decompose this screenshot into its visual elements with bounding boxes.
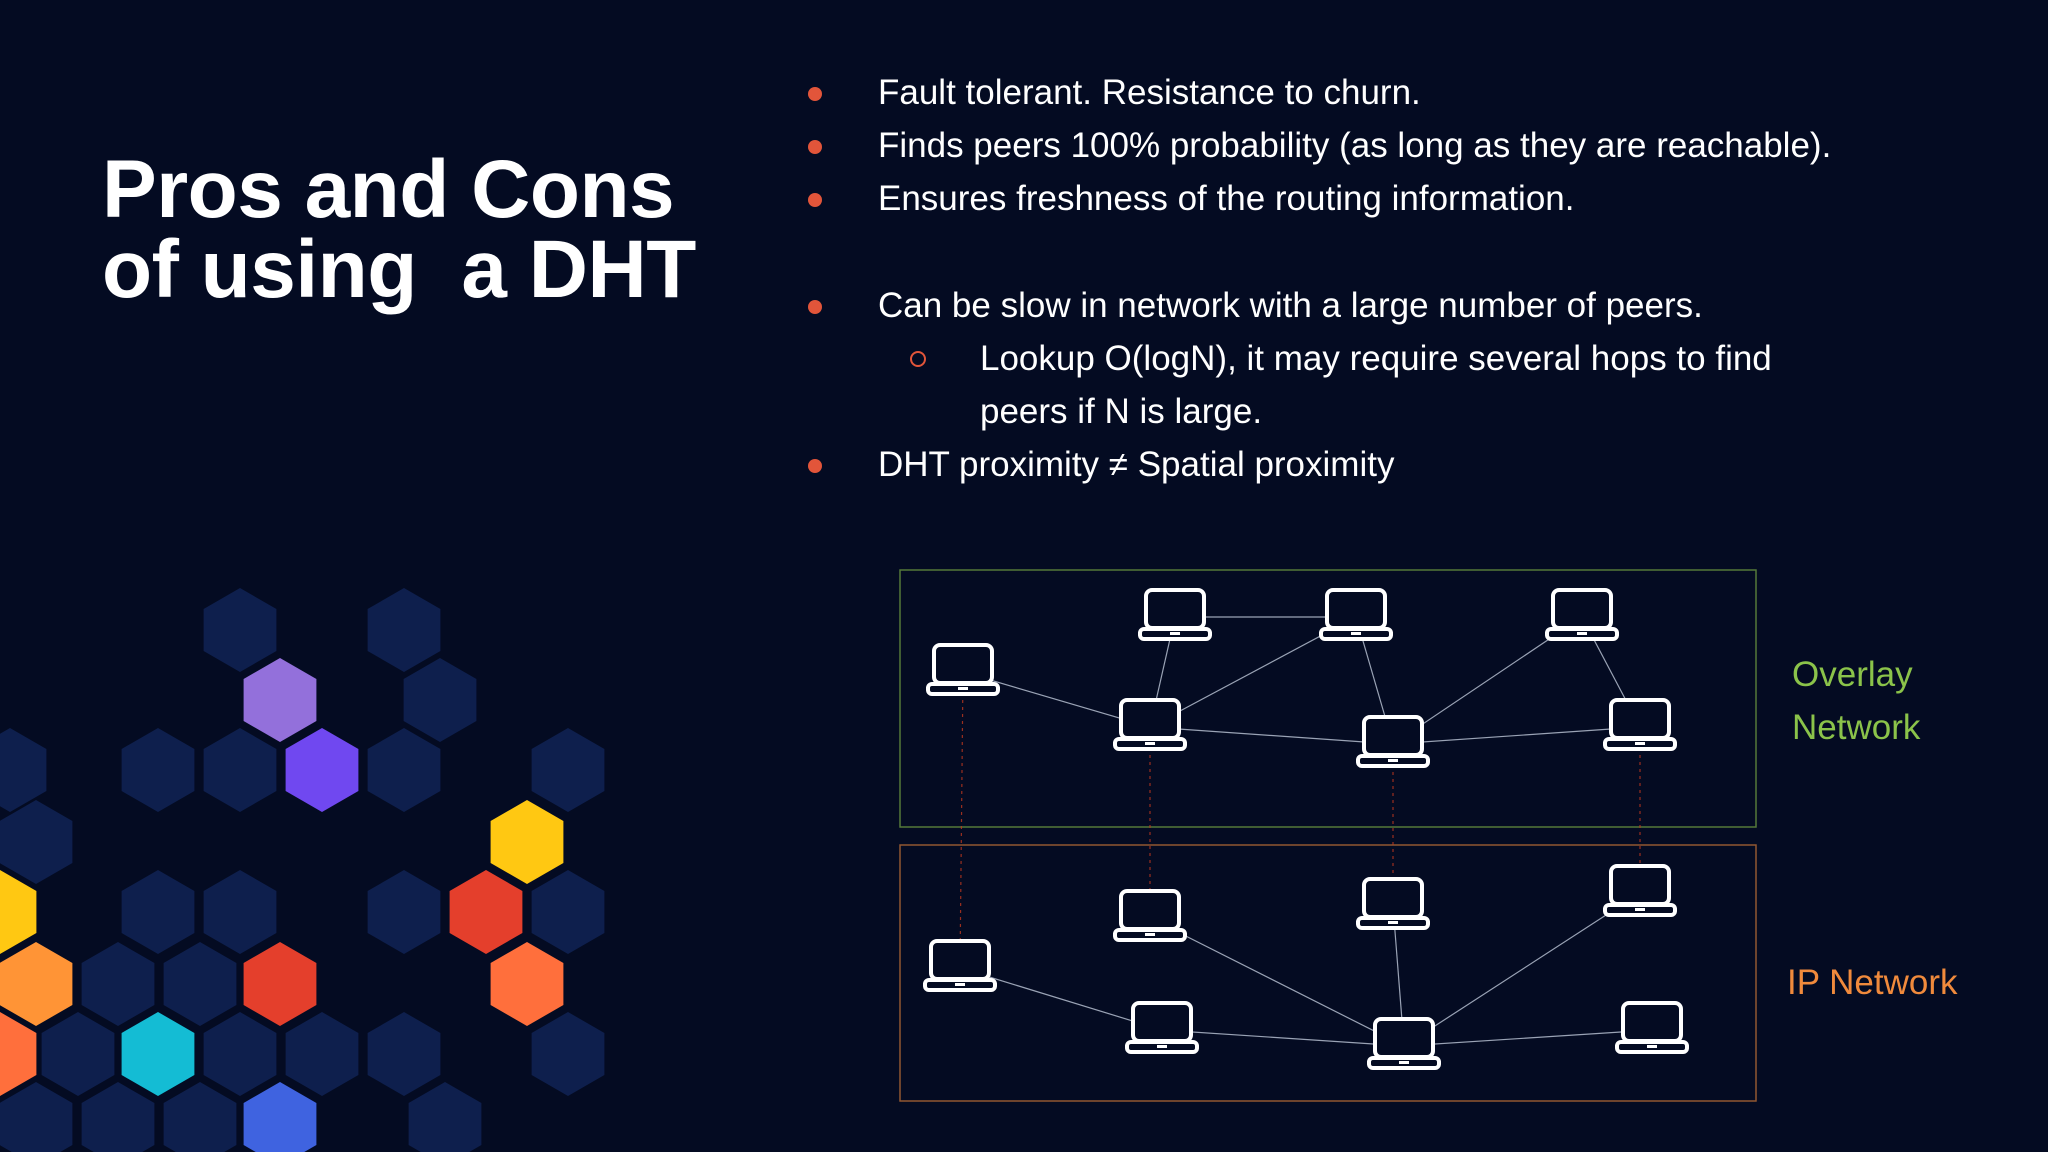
slide-title: Pros and Cons of using a DHT xyxy=(102,144,696,315)
dark-hexagon xyxy=(531,1012,605,1096)
ip-network-box xyxy=(899,844,1757,1102)
orange-hexagon xyxy=(490,942,564,1026)
dark-hexagon xyxy=(203,870,277,954)
dark-hexagon xyxy=(203,588,277,672)
ip-link xyxy=(1403,892,1641,1047)
dark-hexagon xyxy=(367,728,441,812)
overlay-link xyxy=(1149,726,1394,745)
bullet-slow-network: Can be slow in network with a large numb… xyxy=(800,279,2000,332)
bullet-freshness: Ensures freshness of the routing informa… xyxy=(800,172,2000,225)
overlay-laptop-icon xyxy=(1113,698,1187,751)
ip-links xyxy=(959,892,1653,1047)
dark-hexagon xyxy=(0,1082,73,1152)
overlay-laptop-icon xyxy=(1319,588,1393,641)
cyan-hexagon xyxy=(121,1012,195,1096)
overlay-laptop-icon xyxy=(1545,588,1619,641)
dark-hexagon xyxy=(203,728,277,812)
dark-hexagon xyxy=(203,1012,277,1096)
purple-light-hexagon xyxy=(243,658,317,742)
layer-mapping-link xyxy=(959,671,964,969)
dark-hexagon xyxy=(163,1082,237,1152)
overlay-network-box xyxy=(899,569,1757,828)
blue-hexagon xyxy=(243,1082,317,1152)
nodes xyxy=(923,588,1689,1070)
ip-link xyxy=(1149,917,1405,1047)
overlay-network-label: Overlay Network xyxy=(1792,648,1920,754)
red-hexagon xyxy=(243,942,317,1026)
ip-laptop-icon xyxy=(1125,1001,1199,1054)
overlay-laptop-icon xyxy=(1603,698,1677,751)
dark-hexagon xyxy=(0,800,73,884)
orange-light-hexagon xyxy=(0,942,73,1026)
overlay-label-line-1: Overlay xyxy=(1792,655,1913,694)
bullet-finds-peers: Finds peers 100% probability (as long as… xyxy=(800,119,2000,172)
ip-link xyxy=(959,967,1163,1031)
ip-laptop-icon xyxy=(1113,889,1187,942)
title-line-2: of using a DHT xyxy=(102,224,696,315)
dark-hexagon xyxy=(163,942,237,1026)
overlay-label-line-2: Network xyxy=(1792,708,1921,747)
overlay-link xyxy=(1392,726,1641,745)
overlay-laptop-icon xyxy=(926,643,1000,696)
bullet-list: Fault tolerant. Resistance to churn. Fin… xyxy=(800,66,2000,491)
purple-hexagon xyxy=(285,728,359,812)
ip-laptop-icon xyxy=(1356,877,1430,930)
dark-hexagon xyxy=(285,1012,359,1096)
dark-hexagon xyxy=(121,728,195,812)
dark-hexagon xyxy=(367,870,441,954)
ip-laptop-icon xyxy=(1615,1001,1689,1054)
dark-hexagon xyxy=(81,942,155,1026)
overlay-laptop-icon xyxy=(1138,588,1212,641)
ip-link xyxy=(1161,1029,1405,1047)
bullet-fault-tolerant: Fault tolerant. Resistance to churn. xyxy=(800,66,2000,119)
overlay-link xyxy=(962,671,1151,728)
overlay-links xyxy=(962,616,1641,745)
yellow-hexagon xyxy=(490,800,564,884)
ip-link xyxy=(1403,1029,1653,1047)
dark-hexagon xyxy=(403,658,477,742)
bullet-dht-proximity: DHT proximity ≠ Spatial proximity xyxy=(800,438,2000,491)
ip-laptop-icon xyxy=(1603,864,1677,917)
dark-hexagon xyxy=(408,1082,482,1152)
dark-hexagon xyxy=(531,728,605,812)
sub-bullet-lookup: Lookup O(logN), it may require several h… xyxy=(800,332,1780,438)
dark-hexagon xyxy=(41,1012,115,1096)
dark-hexagon xyxy=(367,588,441,672)
red-hexagon xyxy=(449,870,523,954)
title-line-1: Pros and Cons xyxy=(102,144,675,235)
dark-hexagon xyxy=(531,870,605,954)
ip-laptop-icon xyxy=(1367,1017,1441,1070)
hexagon-decoration xyxy=(0,588,605,1152)
ip-network-label: IP Network xyxy=(1787,963,1958,1002)
overlay-laptop-icon xyxy=(1356,715,1430,768)
orange-hexagon xyxy=(0,1012,37,1096)
layer-mapping-links xyxy=(959,671,1641,969)
dark-hexagon xyxy=(367,1012,441,1096)
ip-laptop-icon xyxy=(923,939,997,992)
dark-hexagon xyxy=(81,1082,155,1152)
dark-hexagon xyxy=(0,728,47,812)
dark-hexagon xyxy=(121,870,195,954)
yellow-hexagon xyxy=(0,870,37,954)
